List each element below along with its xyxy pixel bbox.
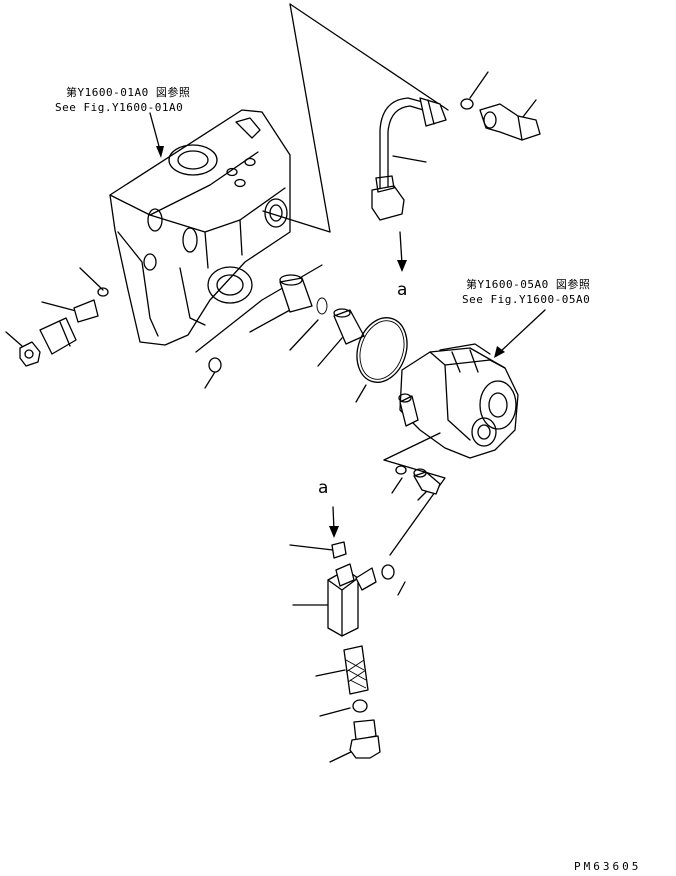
tube-assembly xyxy=(371,97,541,221)
housing-reference-en: See Fig.Y1600-01A0 xyxy=(55,101,184,114)
lower-valve-assembly xyxy=(327,541,395,759)
housing-reference-jp: 第Y1600-01A0 図参照 xyxy=(66,86,191,99)
main-housing xyxy=(109,109,291,346)
left-parts xyxy=(19,287,109,367)
center-parts xyxy=(208,274,408,383)
pump-reference-jp: 第Y1600-05A0 図参照 xyxy=(466,278,591,291)
callout-a-upper: a xyxy=(397,280,408,300)
mounting-hardware xyxy=(395,465,441,495)
pump-reference-en: See Fig.Y1600-05A0 xyxy=(462,293,591,306)
leader-lines xyxy=(5,3,546,763)
drawing-code: PM63605 xyxy=(574,860,642,873)
callout-a-lower: a xyxy=(318,478,329,498)
gear-pump xyxy=(398,343,519,459)
